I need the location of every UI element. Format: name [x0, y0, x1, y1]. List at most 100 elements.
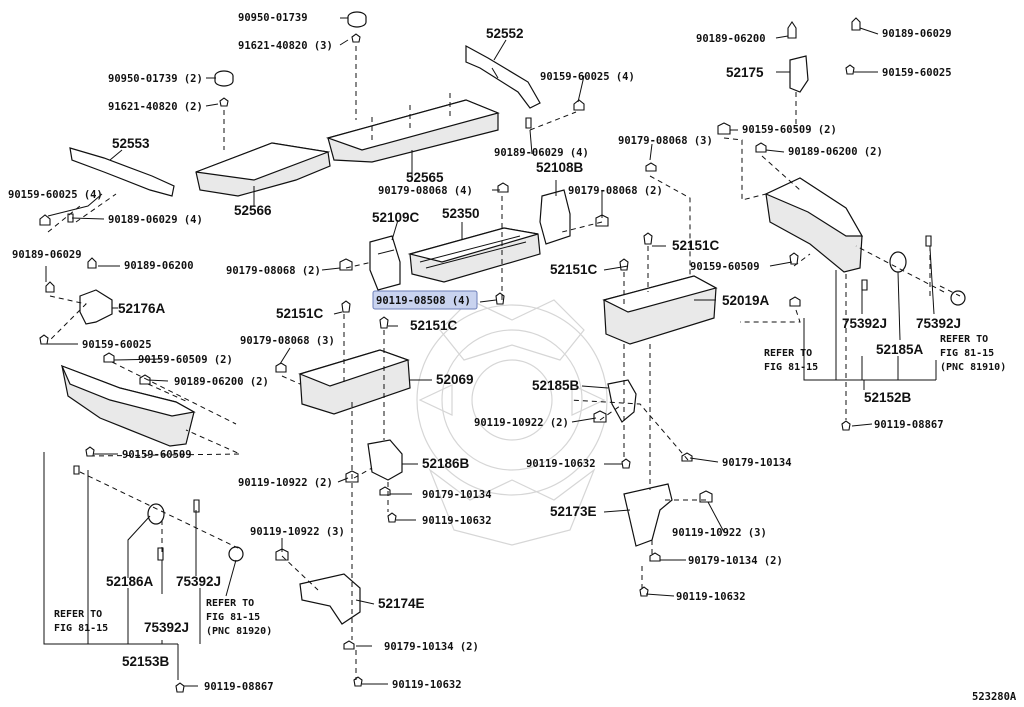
label-90179-08068-2-left[interactable]: 90179-08068 (2)	[226, 265, 321, 277]
note-left-pnc-line2: FIG 81-15	[206, 612, 260, 623]
label-90119-10632-right[interactable]: 90119-10632	[526, 458, 596, 470]
note-right-refer-line1: REFER TO	[764, 348, 812, 359]
seal-panel-52565[interactable]	[325, 93, 500, 163]
diagram-id: 523280A	[972, 691, 1017, 703]
label-75392j-left-a[interactable]: 75392J	[176, 574, 221, 589]
label-90189-06200-2-left[interactable]: 90189-06200 (2)	[174, 376, 269, 388]
part-labels: 90950-01739 91621-40820 (3) 90950-01739 …	[8, 12, 961, 693]
label-52173e[interactable]: 52173E	[550, 504, 597, 519]
label-90119-10922-3-left[interactable]: 90119-10922 (3)	[250, 526, 345, 538]
label-52566[interactable]: 52566	[234, 203, 272, 218]
bracket-52174e[interactable]	[299, 573, 361, 625]
label-91621-40820-2[interactable]: 91621-40820 (2)	[108, 101, 203, 113]
watermark-emblem	[416, 299, 608, 546]
cap-90950-01739-b-icon	[214, 70, 234, 87]
label-52153b[interactable]: 52153B	[122, 654, 170, 669]
label-52152b[interactable]: 52152B	[864, 390, 912, 405]
label-52553[interactable]: 52553	[112, 136, 150, 151]
label-52108b[interactable]: 52108B	[536, 160, 584, 175]
label-90159-60025-4[interactable]: 90159-60025 (4)	[540, 71, 635, 83]
label-90119-08867-left[interactable]: 90119-08867	[204, 681, 274, 693]
label-90159-60025-left[interactable]: 90159-60025	[82, 339, 152, 351]
label-90179-10134-2-right[interactable]: 90179-10134 (2)	[688, 555, 783, 567]
label-52151c-a[interactable]: 52151C	[276, 306, 324, 321]
label-52552[interactable]: 52552	[486, 26, 524, 41]
label-52350[interactable]: 52350	[442, 206, 480, 221]
label-90179-10134-right[interactable]: 90179-10134	[722, 457, 792, 469]
bumper-extension-52153b[interactable]	[60, 364, 196, 447]
label-52175[interactable]: 52175	[726, 65, 764, 80]
label-90159-60509-left[interactable]: 90159-60509	[122, 449, 192, 461]
label-52151c-c[interactable]: 52151C	[672, 238, 720, 253]
label-90179-08068-3-left[interactable]: 90179-08068 (3)	[240, 335, 335, 347]
label-52176a[interactable]: 52176A	[118, 301, 166, 316]
label-90159-60025-top[interactable]: 90159-60025	[882, 67, 952, 79]
label-52186a[interactable]: 52186A	[106, 574, 154, 589]
label-90189-06200-top[interactable]: 90189-06200	[696, 33, 766, 45]
label-90119-10922-3-right[interactable]: 90119-10922 (3)	[672, 527, 767, 539]
label-90950-01739-a[interactable]: 90950-01739	[238, 12, 308, 24]
note-left-pnc-line3: (PNC 81920)	[206, 626, 272, 637]
label-90159-60509-2-left[interactable]: 90159-60509 (2)	[138, 354, 233, 366]
label-90119-10632-mid[interactable]: 90119-10632	[422, 515, 492, 527]
highlight-90119-08508	[372, 290, 478, 310]
label-90159-60025-4-left[interactable]: 90159-60025 (4)	[8, 189, 103, 201]
label-75392j-right-b[interactable]: 75392J	[916, 316, 961, 331]
label-52186b[interactable]: 52186B	[422, 456, 470, 471]
label-75392j-right-a[interactable]: 75392J	[842, 316, 887, 331]
label-90189-06029[interactable]: 90189-06029	[12, 249, 82, 261]
note-right-refer-line2: FIG 81-15	[764, 362, 818, 373]
note-right-pnc-line1: REFER TO	[940, 334, 988, 345]
spacer-52108b[interactable]	[539, 189, 571, 245]
label-90179-08068-4[interactable]: 90179-08068 (4)	[378, 185, 473, 197]
seal-panel-52566[interactable]	[195, 142, 331, 197]
label-90119-10632-right-bot[interactable]: 90119-10632	[676, 591, 746, 603]
label-90189-06200[interactable]: 90189-06200	[124, 260, 194, 272]
cap-90950-01739-a-icon	[347, 11, 367, 28]
label-90189-06029-4-left[interactable]: 90189-06029 (4)	[108, 214, 203, 226]
label-90159-60509-2-right[interactable]: 90159-60509 (2)	[742, 124, 837, 136]
bracket-52173e[interactable]	[623, 483, 673, 547]
label-52069[interactable]: 52069	[436, 372, 474, 387]
label-52185b[interactable]: 52185B	[532, 378, 580, 393]
label-90189-06029-4-top[interactable]: 90189-06029 (4)	[494, 147, 589, 159]
label-90189-06200-2-right[interactable]: 90189-06200 (2)	[788, 146, 883, 158]
reference-notes: REFER TO FIG 81-15 REFER TO FIG 81-15 (P…	[54, 334, 1006, 637]
label-52109c[interactable]: 52109C	[372, 210, 420, 225]
bracket-52185b[interactable]	[607, 379, 637, 423]
spacer-52109c[interactable]	[369, 235, 401, 291]
label-90119-10922-2-mid[interactable]: 90119-10922 (2)	[238, 477, 333, 489]
grommet-52185a[interactable]	[889, 251, 907, 273]
step-support-52069[interactable]	[298, 349, 411, 415]
label-90119-08508-4[interactable]: 90119-08508 (4)	[376, 295, 471, 307]
fastener-icons	[39, 17, 932, 693]
label-91621-40820-3[interactable]: 91621-40820 (3)	[238, 40, 333, 52]
bumper-extension-52152b[interactable]	[764, 177, 864, 273]
label-90189-06029-top[interactable]: 90189-06029	[882, 28, 952, 40]
label-90119-10922-2-right[interactable]: 90119-10922 (2)	[474, 417, 569, 429]
label-52019a[interactable]: 52019A	[722, 293, 770, 308]
label-90119-08867-right[interactable]: 90119-08867	[874, 419, 944, 431]
bracket-52552[interactable]	[465, 44, 541, 109]
bracket-52186b[interactable]	[367, 439, 403, 481]
step-support-52019a[interactable]	[602, 275, 718, 345]
label-90159-60509-right[interactable]: 90159-60509	[690, 261, 760, 273]
label-90119-10632-bot[interactable]: 90119-10632	[392, 679, 462, 691]
label-52565[interactable]: 52565	[406, 170, 444, 185]
label-90179-10134-2-bot[interactable]: 90179-10134 (2)	[384, 641, 479, 653]
label-90179-08068-3-right[interactable]: 90179-08068 (3)	[618, 135, 713, 147]
label-52151c-b[interactable]: 52151C	[410, 318, 458, 333]
note-right-pnc-line3: (PNC 81910)	[940, 362, 1006, 373]
label-52151c-d[interactable]: 52151C	[550, 262, 598, 277]
label-52174e[interactable]: 52174E	[378, 596, 425, 611]
bracket-52175[interactable]	[789, 55, 809, 93]
grommet-52186a[interactable]	[147, 503, 165, 525]
bracket-52176a[interactable]	[79, 289, 113, 325]
label-90950-01739-2[interactable]: 90950-01739 (2)	[108, 73, 203, 85]
label-90179-10134-mid[interactable]: 90179-10134	[422, 489, 492, 501]
step-pad-52350[interactable]	[407, 227, 541, 283]
label-75392j-left-b[interactable]: 75392J	[144, 620, 189, 635]
label-52185a[interactable]: 52185A	[876, 342, 924, 357]
bracket-52553[interactable]	[69, 147, 175, 197]
label-90179-08068-2-right[interactable]: 90179-08068 (2)	[568, 185, 663, 197]
